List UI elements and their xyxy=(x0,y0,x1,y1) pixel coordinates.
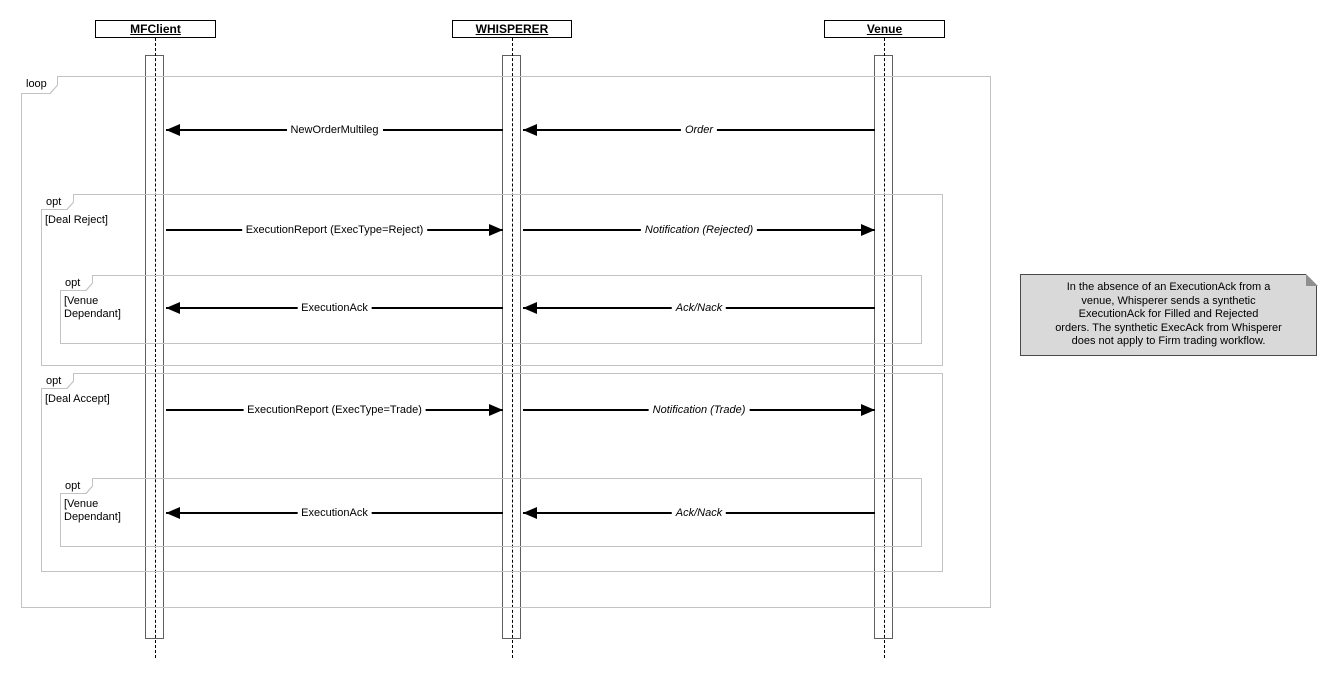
arrowhead-right-icon xyxy=(489,224,503,236)
fragment-operator-label: opt xyxy=(65,480,81,492)
arrowhead-left-icon xyxy=(523,507,537,519)
lifeline-header-label: WHISPERER xyxy=(475,22,549,36)
note-text-line: does not apply to Firm trading workflow. xyxy=(1071,335,1266,347)
fragment-operator-label: opt xyxy=(46,375,62,387)
fragment-guard-label: [Deal Reject] xyxy=(45,214,108,226)
activation-bar-venue xyxy=(874,55,893,639)
lifeline-header-label: MFClient xyxy=(130,22,181,36)
arrowhead-left-icon xyxy=(166,302,180,314)
message-ack-nack-1: Ack/Nack xyxy=(523,298,875,318)
loop-fragment: loop xyxy=(21,76,991,608)
message-execution-report-reject: ExecutionReport (ExecType=Reject) xyxy=(166,220,503,240)
message-ack-nack-2: Ack/Nack xyxy=(523,503,875,523)
opt-operator-tab-fill xyxy=(41,373,73,388)
arrowhead-left-icon xyxy=(166,124,180,136)
message-notification-trade: Notification (Trade) xyxy=(523,400,875,420)
fragment-operator-label: opt xyxy=(65,277,81,289)
message-label: Ack/Nack xyxy=(671,302,727,314)
fragment-guard-label: [Deal Accept] xyxy=(45,393,110,405)
message-label: Order xyxy=(680,124,718,136)
lifeline-header-label: Venue xyxy=(866,22,903,36)
lifeline-header-mfclient: MFClient xyxy=(95,20,216,38)
arrowhead-right-icon xyxy=(489,404,503,416)
activation-bar-mfclient xyxy=(145,55,164,639)
message-label: ExecutionReport (ExecType=Reject) xyxy=(241,224,428,236)
arrowhead-left-icon xyxy=(523,124,537,136)
message-new-order-multileg: NewOrderMultileg xyxy=(166,120,503,140)
loop-operator-tab: loop xyxy=(21,76,58,94)
opt-operator-tab-fill xyxy=(41,194,73,209)
opt-operator-tab: opt xyxy=(60,275,93,291)
note-fold-icon xyxy=(1305,273,1318,286)
lifeline-whisperer xyxy=(512,38,513,658)
note-text-line: orders. The synthetic ExecAck from Whisp… xyxy=(1055,321,1282,334)
fragment-operator-label: opt xyxy=(46,196,62,208)
opt-operator-tab: opt xyxy=(41,373,74,389)
message-label: Notification (Trade) xyxy=(648,404,750,416)
message-order: Order xyxy=(523,120,875,140)
opt-operator-tab: opt xyxy=(60,478,93,494)
arrowhead-left-icon xyxy=(166,507,180,519)
message-label: ExecutionAck xyxy=(297,507,372,519)
fragment-operator-label: loop xyxy=(26,78,47,90)
message-notification-rejected: Notification (Rejected) xyxy=(523,220,875,240)
arrowhead-right-icon xyxy=(861,404,875,416)
lifeline-mfclient xyxy=(155,38,156,658)
message-execution-ack-1: ExecutionAck xyxy=(166,298,503,318)
fragment-guard-label: [Venue Dependant] xyxy=(64,295,121,320)
activation-bar-whisperer xyxy=(502,55,521,639)
note-text-line: In the absence of an ExecutionAck from a xyxy=(1066,281,1271,293)
note-text: In the absence of an ExecutionAck from a… xyxy=(1025,281,1312,349)
opt-fragment-deal-accept: opt [Deal Accept] xyxy=(41,373,943,572)
note-text-line: ExecutionAck for Filled and Rejected xyxy=(1078,308,1259,320)
fragment-guard-label: [Venue Dependant] xyxy=(64,498,121,523)
lifeline-venue xyxy=(884,38,885,658)
note-box: In the absence of an ExecutionAck from a… xyxy=(1020,273,1318,356)
arrowhead-left-icon xyxy=(523,302,537,314)
note-text-line: venue, Whisperer sends a synthetic xyxy=(1081,294,1256,307)
message-label: NewOrderMultileg xyxy=(286,124,383,136)
opt-operator-tab-fill xyxy=(60,275,92,290)
lifeline-header-whisperer: WHISPERER xyxy=(452,20,572,38)
message-label: Ack/Nack xyxy=(671,507,727,519)
message-label: Notification (Rejected) xyxy=(640,224,758,236)
message-label: ExecutionAck xyxy=(297,302,372,314)
opt-fragment-deal-reject: opt [Deal Reject] xyxy=(41,194,943,366)
opt-fragment-venue-dependant-2: opt [Venue Dependant] xyxy=(60,478,922,547)
opt-operator-tab: opt xyxy=(41,194,74,210)
message-execution-ack-2: ExecutionAck xyxy=(166,503,503,523)
loop-operator-tab-fill xyxy=(21,76,57,93)
message-execution-report-trade: ExecutionReport (ExecType=Trade) xyxy=(166,400,503,420)
arrowhead-right-icon xyxy=(861,224,875,236)
message-label: ExecutionReport (ExecType=Trade) xyxy=(243,404,426,416)
opt-fragment-venue-dependant-1: opt [Venue Dependant] xyxy=(60,275,922,344)
lifeline-header-venue: Venue xyxy=(824,20,945,38)
opt-operator-tab-fill xyxy=(60,478,92,493)
